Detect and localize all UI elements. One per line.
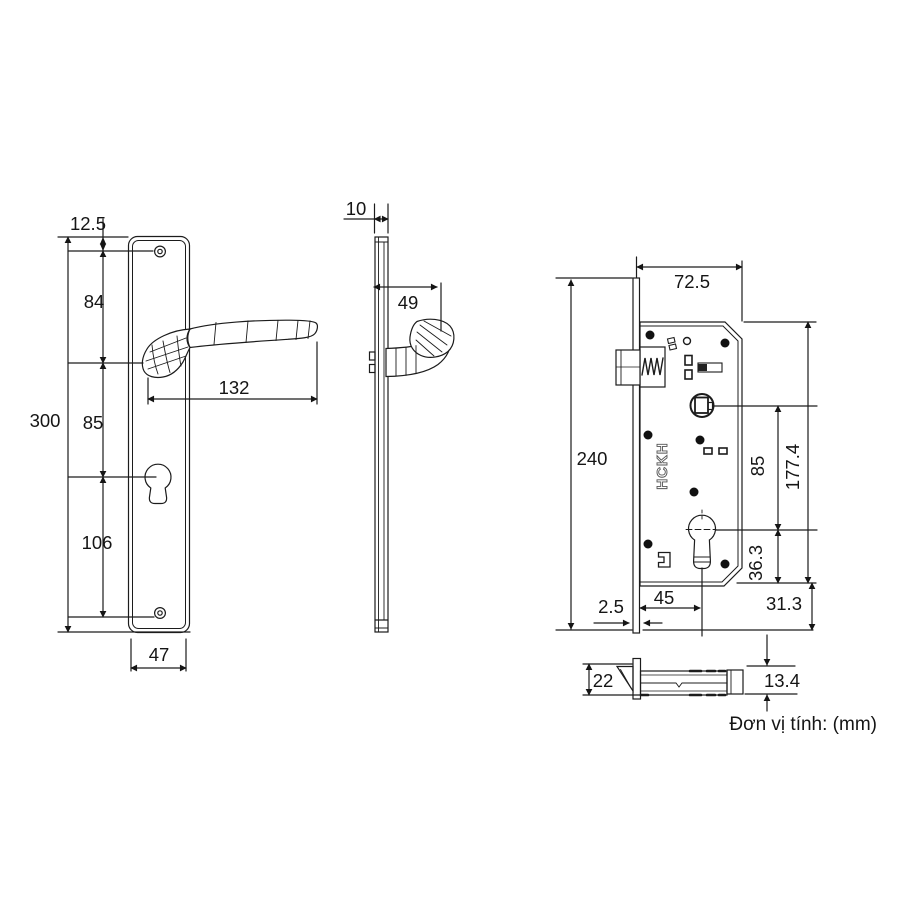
spring-coil bbox=[641, 357, 664, 376]
dim-handle-length: 132 bbox=[219, 377, 250, 398]
lock-view-dimensions bbox=[555, 256, 818, 637]
dimension-labels: 12.5 84 300 85 106 132 47 10 49 72.5 240… bbox=[30, 198, 803, 691]
lock-keyhole bbox=[685, 509, 717, 570]
unit-note: Đơn vị tính: (mm) bbox=[729, 714, 877, 735]
lock-faceplate bbox=[632, 277, 641, 634]
lock-body-view: HCKH bbox=[615, 277, 743, 634]
front-plate-outline bbox=[127, 235, 191, 634]
dim-hub-to-keyhole: 85 bbox=[747, 456, 768, 477]
front-handle bbox=[141, 319, 319, 379]
dim-faceplate-height: 240 bbox=[577, 448, 608, 469]
dim-keyhole-to-screw: 106 bbox=[82, 532, 113, 553]
side-view bbox=[368, 236, 455, 633]
dim-keyhole-to-bottom: 36.3 bbox=[745, 545, 766, 581]
side-view-dimensions bbox=[343, 203, 442, 332]
side-handle bbox=[385, 318, 455, 378]
brand-logo: HCKH bbox=[654, 442, 671, 489]
front-view bbox=[127, 235, 319, 634]
latch-bolt-and-spring bbox=[615, 346, 666, 388]
dim-latch-bolt-height: 13.4 bbox=[764, 670, 800, 691]
dim-bottom-offset: 31.3 bbox=[766, 593, 802, 614]
dim-backset: 45 bbox=[654, 587, 675, 608]
dim-top-offset: 12.5 bbox=[70, 213, 106, 234]
lock-internal-parts bbox=[657, 336, 728, 568]
dim-body-width: 72.5 bbox=[674, 271, 710, 292]
front-plate-inner-line bbox=[132, 240, 186, 629]
dim-screw-to-handle: 84 bbox=[84, 291, 105, 312]
dim-handle-to-keyhole: 85 bbox=[83, 412, 104, 433]
side-plate-tab-lower bbox=[368, 363, 376, 374]
side-plate-tab-upper bbox=[368, 351, 376, 361]
front-keyhole bbox=[144, 463, 172, 505]
dim-total-height: 300 bbox=[30, 410, 61, 431]
latch-bevel-head bbox=[615, 665, 634, 694]
dim-faceplate-thickness: 2.5 bbox=[598, 596, 624, 617]
retainer-clip bbox=[657, 551, 671, 568]
side-plate-outline bbox=[374, 236, 389, 633]
front-view-dimensions bbox=[57, 218, 318, 672]
dim-body-height: 177.4 bbox=[782, 444, 803, 490]
latch-detail-dimensions bbox=[582, 634, 798, 712]
dim-plate-thickness: 10 bbox=[346, 198, 367, 219]
side-handle-facets bbox=[395, 320, 452, 377]
front-screw-bottom bbox=[154, 606, 167, 619]
front-screw-top bbox=[154, 245, 167, 258]
lock-body-outline bbox=[639, 321, 743, 587]
front-handle-facets bbox=[145, 319, 311, 375]
latch-faceplate-edge bbox=[632, 657, 642, 700]
latch-body-ticks bbox=[639, 669, 727, 697]
lock-body-inner-line bbox=[639, 325, 739, 583]
lock-rivets bbox=[643, 330, 730, 569]
latch-detail-view bbox=[615, 657, 744, 700]
dim-handle-depth: 49 bbox=[398, 292, 419, 313]
latch-tail-cap bbox=[726, 669, 744, 695]
dim-plate-width: 47 bbox=[149, 644, 170, 665]
dim-latch-faceplate-width: 22 bbox=[593, 670, 614, 691]
spindle-hub bbox=[689, 393, 715, 418]
